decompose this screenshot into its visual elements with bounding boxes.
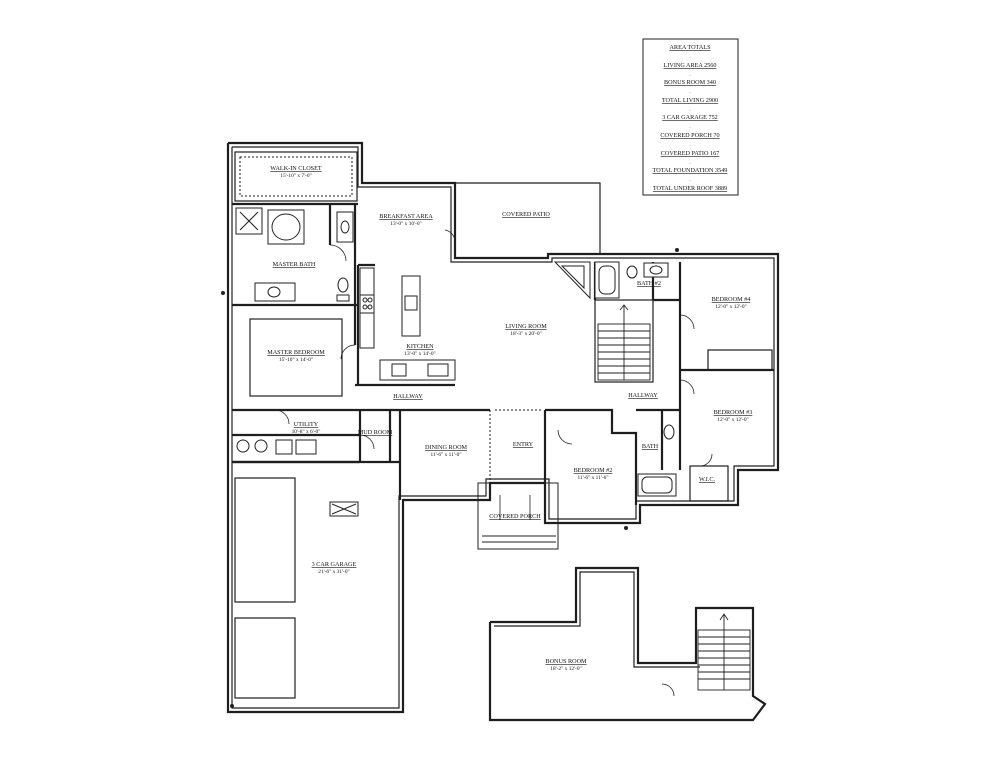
room-labels: WALK-IN CLOSET 15'-10" x 7'-0" BREAKFAST… bbox=[249, 165, 753, 672]
label-bath-2: BATH #2 bbox=[637, 280, 661, 287]
label-bedroom-4: BEDROOM #4 bbox=[712, 296, 751, 303]
label-master-bath: MASTER BATH bbox=[273, 261, 316, 268]
fixtures bbox=[235, 207, 677, 517]
svg-text:.: . bbox=[689, 143, 690, 148]
dims-garage: 21'-6" x 31'-0" bbox=[318, 569, 350, 575]
area-row-bonus: BONUS ROOM 340 bbox=[664, 79, 716, 86]
dims-bonus-room: 18'-2" x 12'-0" bbox=[550, 666, 582, 672]
label-dining-room: DINING ROOM bbox=[425, 444, 468, 451]
area-row-total-living: TOTAL LIVING 2900 bbox=[662, 97, 718, 104]
svg-text:.: . bbox=[689, 73, 690, 78]
dims-bedroom-3: 12'-0" x 12'-0" bbox=[717, 417, 749, 423]
exterior-walls bbox=[226, 141, 780, 722]
dims-bedroom-2: 11'-6" x 11'-6" bbox=[577, 475, 608, 481]
area-row-garage: 3 CAR GARAGE 752 bbox=[662, 114, 718, 121]
dims-kitchen: 13'-0" x 14'-0" bbox=[404, 351, 436, 357]
interior-walls bbox=[232, 151, 774, 699]
label-master-bedroom: MASTER BEDROOM bbox=[267, 349, 325, 356]
dims-walk-in-closet: 15'-10" x 7'-0" bbox=[280, 173, 312, 179]
dims-breakfast-area: 13'-0" x 10'-0" bbox=[390, 221, 422, 227]
label-bedroom-3: BEDROOM #3 bbox=[714, 409, 753, 416]
door-swings bbox=[274, 229, 713, 697]
dims-master-bedroom: 15'-10" x 14'-0" bbox=[279, 357, 313, 363]
dims-bedroom-4: 12'-0" x 12'-0" bbox=[715, 304, 747, 310]
label-bath: BATH bbox=[642, 443, 659, 450]
label-entry: ENTRY bbox=[513, 441, 534, 448]
label-breakfast-area: BREAKFAST AREA bbox=[379, 213, 433, 220]
svg-text:.: . bbox=[689, 178, 690, 183]
area-row-living: LIVING AREA 2560 bbox=[664, 62, 717, 69]
svg-text:.: . bbox=[689, 125, 690, 130]
area-row-porch: COVERED PORCH 70 bbox=[660, 132, 719, 139]
label-kitchen: KITCHEN bbox=[406, 343, 434, 350]
label-garage: 3 CAR GARAGE bbox=[312, 561, 357, 568]
area-row-patio: COVERED PATIO 167 bbox=[661, 150, 720, 157]
area-totals-table: AREA TOTALS LIVING AREA 2560 BONUS ROOM … bbox=[642, 38, 739, 196]
label-utility: UTILITY bbox=[294, 421, 319, 428]
label-hallway-left: HALLWAY bbox=[393, 393, 423, 400]
dims-dining-room: 11'-6" x 11'-0" bbox=[430, 452, 461, 458]
dims-utility: 10'-8" x 6'-0" bbox=[292, 429, 321, 435]
label-covered-porch: COVERED PORCH bbox=[489, 513, 541, 520]
label-mud-room: MUD ROOM bbox=[358, 429, 393, 436]
area-row-under-roof: TOTAL UNDER ROOF 3889 bbox=[653, 185, 727, 192]
label-wic: W.I.C. bbox=[699, 476, 716, 483]
exterior-markers bbox=[221, 248, 679, 708]
label-bedroom-2: BEDROOM #2 bbox=[574, 467, 613, 474]
svg-text:.: . bbox=[689, 108, 690, 113]
dims-living-room: 18'-3" x 20'-0" bbox=[510, 331, 542, 337]
label-covered-patio: COVERED PATIO bbox=[502, 211, 550, 218]
area-totals-title: AREA TOTALS bbox=[669, 44, 711, 51]
label-living-room: LIVING ROOM bbox=[505, 323, 547, 330]
label-bonus-room: BONUS ROOM bbox=[545, 658, 587, 665]
svg-text:.: . bbox=[689, 161, 690, 166]
label-walk-in-closet: WALK-IN CLOSET bbox=[270, 165, 322, 172]
svg-text:.: . bbox=[689, 90, 690, 95]
label-hallway-right: HALLWAY bbox=[628, 392, 658, 399]
area-row-foundation: TOTAL FOUNDATION 3549 bbox=[653, 167, 728, 174]
svg-text:.: . bbox=[689, 55, 690, 60]
stairs bbox=[482, 304, 751, 691]
